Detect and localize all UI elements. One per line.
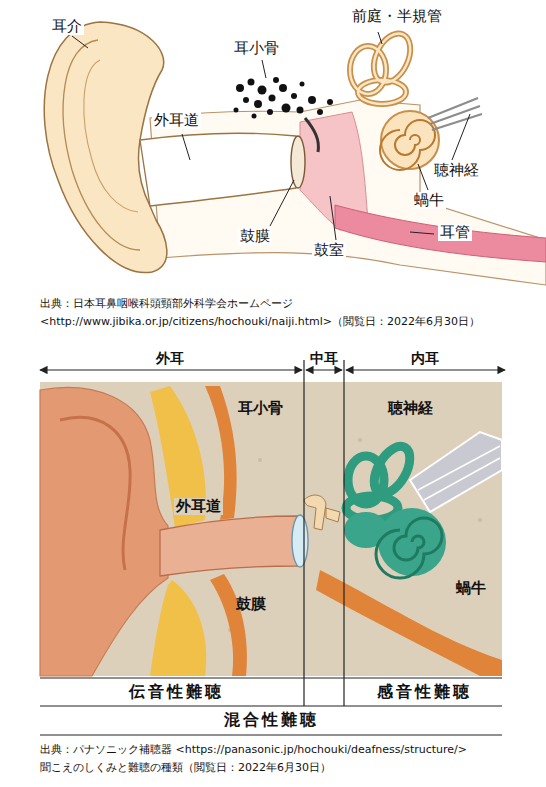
region-label: 中耳 xyxy=(308,350,340,366)
part-label: 蝸牛 xyxy=(412,192,446,209)
band-label: 感音性難聴 xyxy=(377,683,472,701)
source-note: <http://www.jibika.or.jp/citizens/hochou… xyxy=(40,316,480,329)
part-label: 外耳道 xyxy=(174,498,223,515)
part-label: 耳小骨 xyxy=(232,40,281,57)
part-label: 耳介 xyxy=(50,18,84,35)
part-label: 鼓膜 xyxy=(236,596,266,613)
part-label: 鼓膜 xyxy=(238,228,272,245)
part-label: 聴神経 xyxy=(432,162,481,179)
bottom-ear-drawing xyxy=(40,360,505,735)
region-label: 外耳 xyxy=(154,350,186,366)
part-label: 耳管 xyxy=(438,224,472,241)
source-note: 出典：日本耳鼻咽喉科頭頸部外科学会ホームページ xyxy=(40,298,293,311)
part-label: 耳小骨 xyxy=(238,400,283,417)
part-label: 蝸牛 xyxy=(456,580,486,597)
band-label: 伝音性難聴 xyxy=(129,683,224,701)
part-label: 外耳道 xyxy=(152,112,201,129)
top-ear-drawing xyxy=(44,22,546,285)
source-note: 聞こえのしくみと難聴の種類（閲覧日：2022年6月30日） xyxy=(40,762,331,775)
region-label: 内耳 xyxy=(409,350,441,366)
part-label: 聴神経 xyxy=(388,400,433,417)
part-label: 前庭・半規管 xyxy=(350,8,444,25)
band-label: 混合性難聴 xyxy=(224,711,319,729)
part-label: 鼓室 xyxy=(312,242,346,259)
source-note: 出典：パナソニック補聴器 <https://panasonic.jp/hocho… xyxy=(40,744,467,757)
